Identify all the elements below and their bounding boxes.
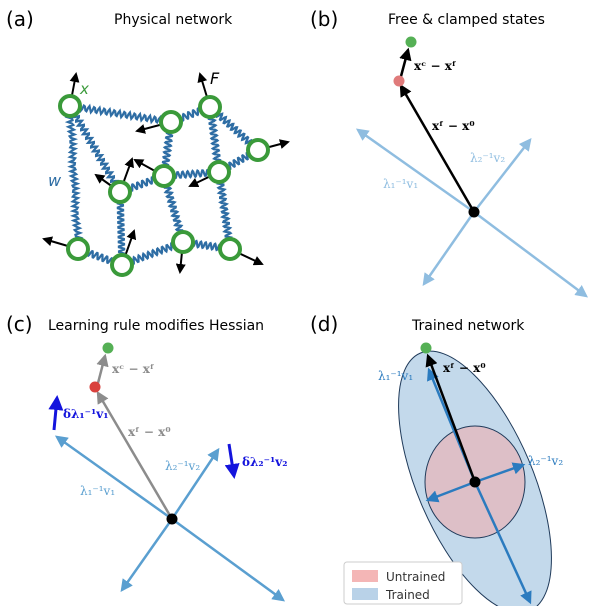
d-origin-dot (469, 476, 481, 488)
panel-d-title: Trained network (411, 318, 525, 334)
panel-b-title: Free & clamped states (388, 12, 545, 28)
spring-6 (65, 105, 125, 193)
panel-c-letter: (c) (6, 312, 33, 336)
d-axis-v2-left (425, 480, 476, 503)
d-free-arrow (425, 353, 477, 483)
b-origin-dot (468, 206, 480, 218)
b-axis-v2-up (473, 138, 532, 213)
c-axis-v1-up (54, 435, 173, 521)
b-eq-mid: xᶠ − x⁰ (432, 119, 475, 133)
panel-c: (c) Learning rule modifies Hessian xᶜ − … (6, 312, 288, 602)
c-axis-v2-down (120, 518, 174, 593)
node-10 (218, 237, 242, 261)
b-axis-v1-down (473, 211, 588, 298)
panel-a-title: Physical network (114, 12, 233, 28)
panel-a: (a) Physical network x F w (6, 7, 290, 277)
b-lam2: λ₂⁻¹v₂ (470, 151, 505, 165)
c-delta-arrow-1 (48, 395, 64, 431)
label-F: F (210, 69, 220, 88)
b-axis-v2-down (422, 211, 476, 287)
b-eq-top: xᶜ − xᶠ (414, 59, 456, 73)
c-free-dot (89, 381, 101, 393)
b-clamped-dot (405, 36, 417, 48)
node-1 (159, 110, 183, 134)
panel-b: (b) Free & clamped states xᶜ − xᶠ xᶠ − x… (310, 7, 588, 298)
spring-0 (68, 102, 173, 126)
panel-a-letter: (a) (6, 7, 34, 31)
label-w: w (48, 171, 62, 190)
spring-14 (214, 171, 235, 250)
c-dlam2: δλ₂⁻¹v₂ (242, 455, 288, 469)
c-lam1: λ₁⁻¹v₁ (80, 484, 115, 498)
c-delta-arrow-2 (224, 443, 240, 479)
d-eq-mid: xᶠ − x⁰ (443, 361, 486, 375)
panel-c-title: Learning rule modifies Hessian (48, 318, 264, 334)
b-free-arrow (399, 83, 476, 213)
legend-label-untrained: Untrained (386, 570, 445, 584)
d-axis-v1-down (473, 481, 532, 605)
d-lam2: λ₂⁻¹v₂ (528, 454, 563, 468)
node-2 (198, 95, 222, 119)
panel-d: (d) Trained network xᶠ − x⁰ λ₁⁻¹v₁ λ₂⁻¹v… (310, 312, 563, 606)
legend-swatch-untrained (352, 570, 378, 582)
legend-label-trained: Trained (385, 588, 430, 602)
b-lam1: λ₁⁻¹v₁ (383, 177, 418, 191)
c-lam2: λ₂⁻¹v₂ (165, 459, 200, 473)
c-dlam1: δλ₁⁻¹v₁ (63, 407, 109, 421)
c-origin-dot (166, 513, 178, 525)
node-4 (108, 180, 132, 204)
legend-swatch-trained (352, 588, 378, 600)
c-axis-v1-down (171, 517, 286, 602)
c-eq-mid: xᶠ − x⁰ (128, 425, 171, 439)
node-0 (58, 94, 82, 118)
d-clamped-dot (420, 342, 432, 354)
panel-d-letter: (d) (310, 312, 338, 336)
node-7 (66, 237, 90, 261)
panel-b-letter: (b) (310, 7, 338, 31)
d-legend: Untrained Trained (343, 561, 463, 605)
node-3 (246, 138, 270, 162)
c-clamp-arrow (95, 353, 109, 388)
node-6 (207, 160, 231, 184)
label-x: x (79, 80, 89, 98)
b-clamp-arrow (398, 47, 412, 81)
d-axis-v2-right (474, 462, 526, 484)
node-8 (110, 253, 134, 277)
nodes (58, 94, 270, 277)
c-eq-top: xᶜ − xᶠ (112, 362, 154, 376)
d-lam1: λ₁⁻¹v₁ (378, 369, 413, 383)
node-5 (152, 164, 176, 188)
c-axis-v2-up (170, 447, 220, 520)
c-free-arrow (96, 390, 174, 520)
b-free-dot (393, 75, 405, 87)
b-axis-v1-up (355, 128, 475, 214)
spring-10 (116, 190, 126, 267)
spring-7 (64, 105, 84, 250)
node-9 (171, 230, 195, 254)
c-clamped-dot (102, 342, 114, 354)
